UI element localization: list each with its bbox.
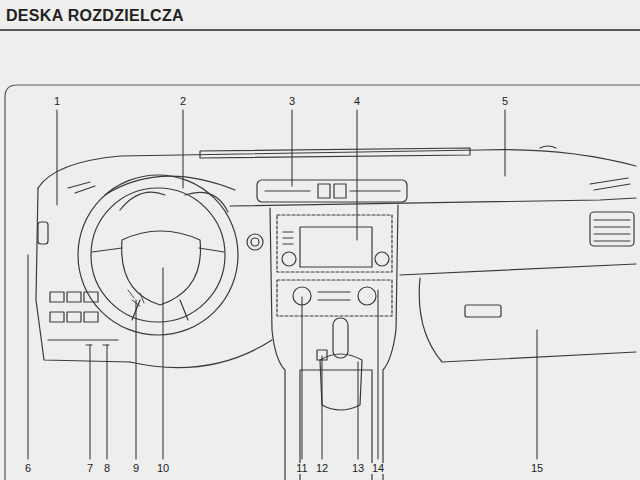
switch [50,292,64,302]
display-buttons [283,232,293,244]
callout-number: 6 [24,463,32,474]
leader-line [183,110,184,188]
start-button-inner [251,238,259,246]
climate-buttons [318,292,350,300]
leader-line [163,268,164,459]
defroster [200,148,470,158]
start-button [247,234,263,250]
right-vent-slats [594,220,630,241]
console-sides [270,205,398,480]
switch [50,312,64,322]
wheel-rim [78,175,238,335]
callout-number: 14 [371,463,385,474]
shift-boot [320,354,362,410]
callout-number: 5 [501,96,509,107]
callout-wrap: 9 [132,463,140,474]
display-outline [277,215,392,272]
leader-line [322,356,323,459]
switch [67,312,81,322]
wheel-rim-inner [91,188,225,322]
vent-slats [265,190,400,191]
leader-line [136,300,137,459]
callout-number: 4 [353,96,361,107]
callout-number: 8 [103,463,111,474]
leader-line [302,297,303,459]
switch [84,312,98,322]
leader-line [57,110,58,205]
leader-line [90,345,91,459]
callout-wrap: 7 [86,463,94,474]
title-wrap: DESKA ROZDZIELCZA [6,8,184,24]
callout-wrap: 4 [353,96,361,107]
dash-left-side [36,188,130,362]
callout-number: 13 [351,463,365,474]
callout-number: 11 [295,463,308,474]
callout-number: 7 [86,463,94,474]
leader-line [358,362,359,459]
callout-wrap: 3 [288,96,296,107]
leader-line [357,110,358,240]
dash-top [38,150,636,188]
callout-number: 12 [315,463,329,474]
climate-outline [277,280,392,316]
glovebox-handle [465,305,501,317]
left-vent-slot [68,182,95,193]
shift-lever [333,318,348,358]
callout-wrap: 10 [156,463,170,474]
glovebox-top [400,264,636,275]
callout-wrap: 12 [315,463,329,474]
hazard-button [318,184,330,198]
callout-number: 3 [288,96,296,107]
display-screen [300,227,372,267]
callout-wrap: 11 [295,463,308,474]
sensor [540,146,556,148]
callout-wrap: 14 [371,463,385,474]
callout-wrap: 15 [530,463,544,474]
frame [5,85,640,480]
leader-line [292,110,293,186]
callout-number: 10 [156,463,170,474]
leader-line [378,290,379,459]
page-title: DESKA ROZDZIELCZA [6,8,184,24]
callout-wrap: 1 [53,96,61,107]
leader-line [28,255,29,459]
center-vent [257,180,407,202]
callout-wrap: 13 [351,463,365,474]
lower-panel [48,340,118,345]
wheel-spokes [92,248,224,320]
leader-lines [28,110,537,459]
wheel-hub [122,231,201,305]
switch [67,292,81,302]
left-vent [38,222,48,244]
callout-wrap: 2 [179,96,187,107]
leader-line [505,110,506,176]
knob [375,252,389,266]
cluster-hood [105,176,235,195]
callout-wrap: 6 [24,463,32,474]
vent-control [334,184,346,198]
callout-number: 15 [530,463,544,474]
leader-line [107,345,108,459]
knee-panel [130,340,272,368]
glovebox [419,278,636,362]
callout-number: 1 [53,96,61,107]
switch [84,292,98,302]
knob [282,252,296,266]
climate-knob [358,287,376,305]
right-vent [590,212,634,246]
callout-number: 9 [132,463,140,474]
callout-wrap: 8 [103,463,111,474]
leader-line [537,330,538,459]
right-vent-slot [590,178,630,190]
callout-number: 2 [179,96,187,107]
callout-wrap: 5 [501,96,509,107]
title-rule [0,29,640,31]
